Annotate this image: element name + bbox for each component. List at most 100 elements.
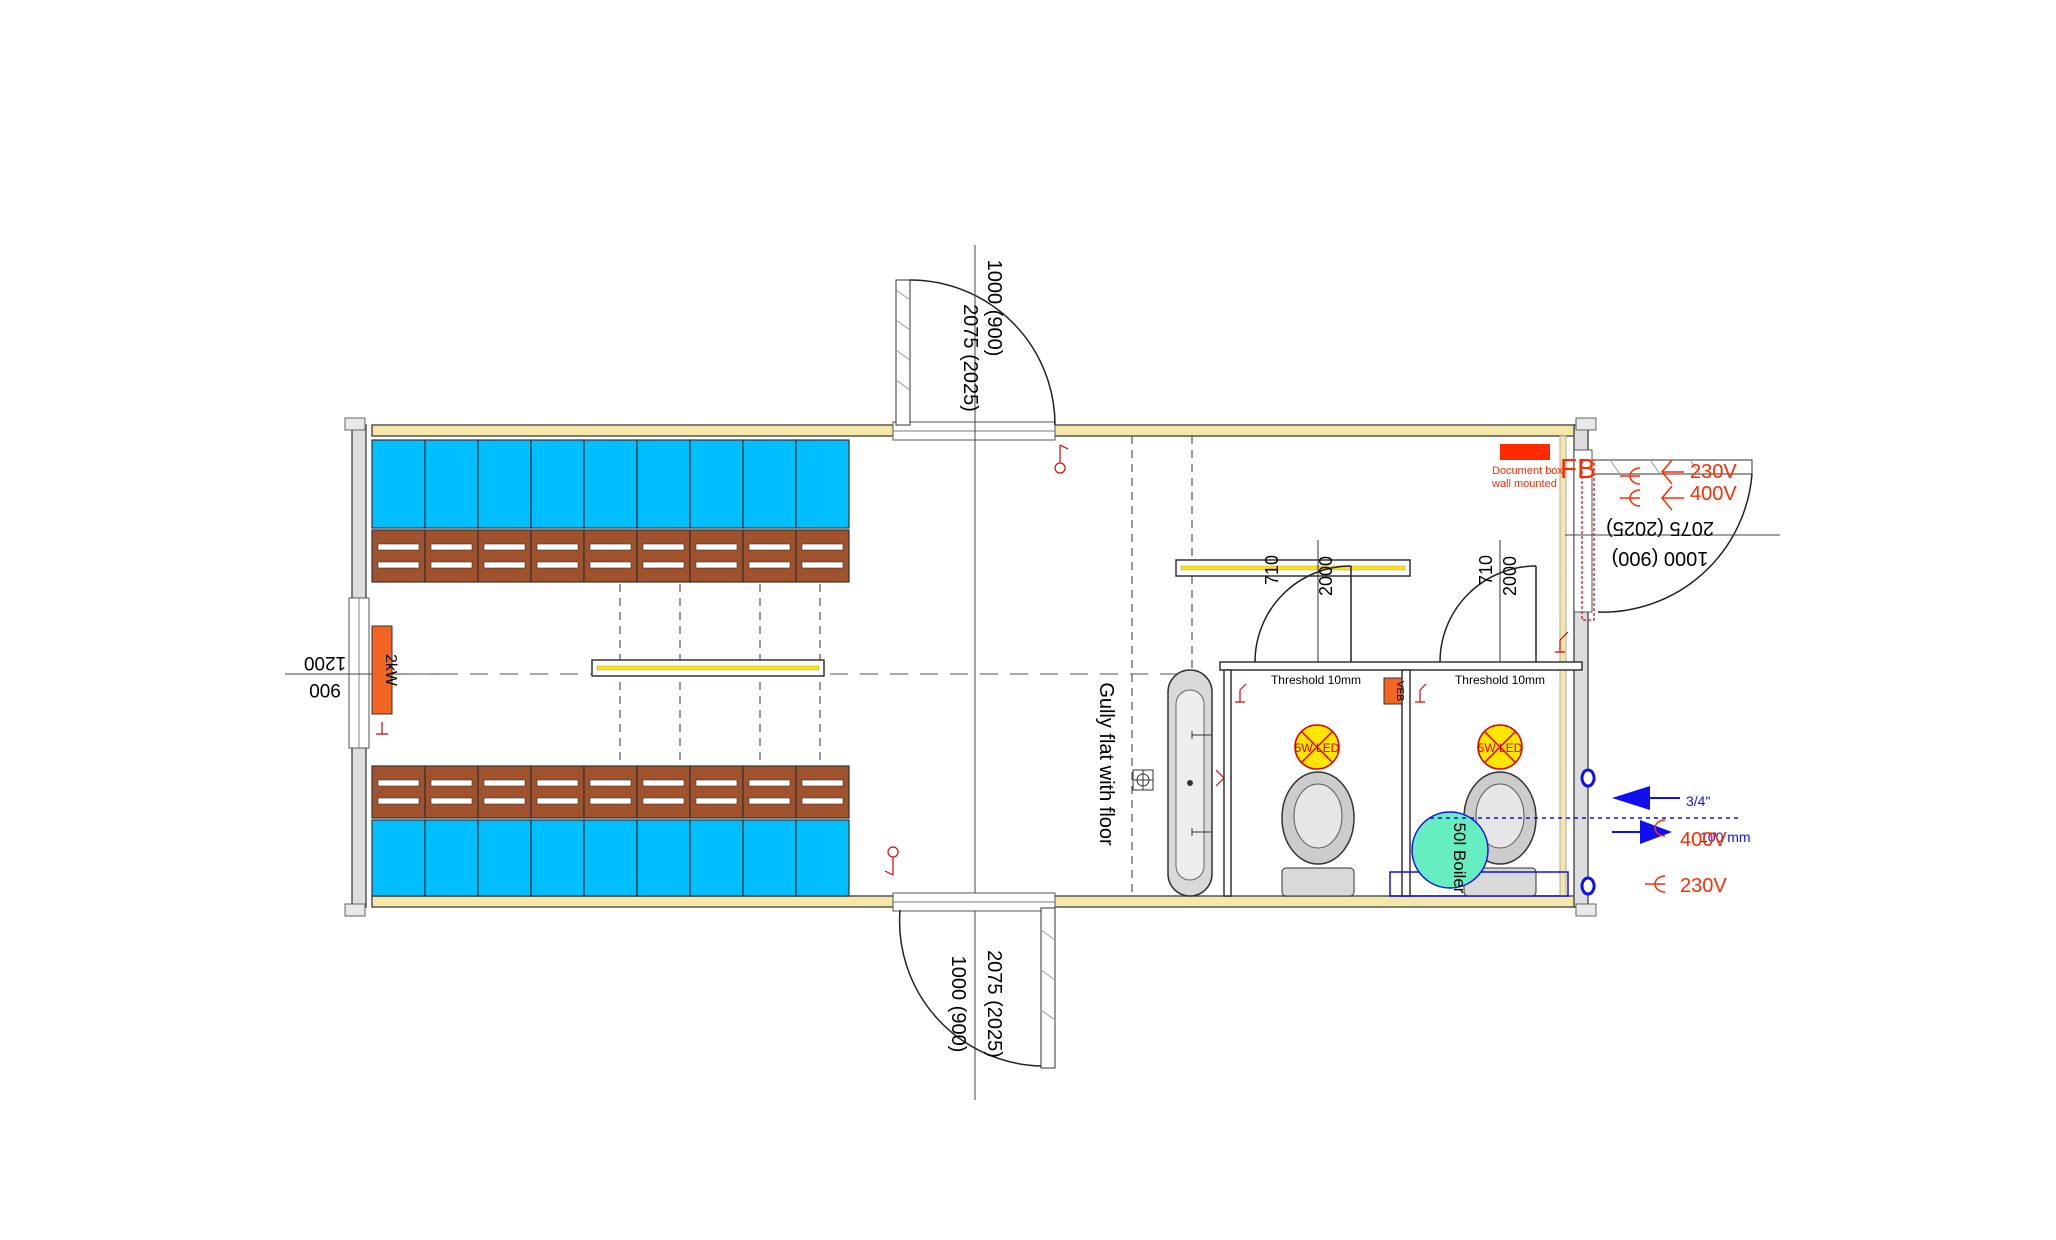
bench-slat: [642, 543, 685, 551]
heater: 2kW: [371, 625, 399, 735]
bench-slat: [748, 561, 791, 569]
locker: [742, 439, 797, 529]
bench-slat: [642, 797, 685, 805]
bench-segment: [530, 529, 585, 583]
right-door-dimension-1: 1000 (900): [1612, 547, 1709, 569]
heater-label: 2kW: [382, 654, 399, 687]
locker: [477, 819, 532, 897]
bench-segment: [636, 529, 691, 583]
bench-slat: [695, 561, 738, 569]
bench-slat: [589, 543, 632, 551]
bottom-door-dimension-1: 1000 (900): [947, 956, 969, 1053]
light-switch-icon: [1555, 631, 1569, 653]
bench-slat: [430, 543, 473, 551]
bench-segment: [742, 529, 797, 583]
floor-gully: Gully flat with floor: [1095, 682, 1154, 846]
bench-slat: [695, 543, 738, 551]
locker: [424, 439, 479, 529]
washbasin: [1167, 669, 1232, 897]
toilet-light-2: 5W LED: [1477, 724, 1523, 770]
toilet-light-1-label: 5W LED: [1295, 741, 1340, 755]
bench-slat: [748, 779, 791, 787]
locker: [636, 439, 691, 529]
bench-slat: [536, 543, 579, 551]
right-door-dimension-2: 2075 (2025): [1606, 517, 1714, 539]
locker: [530, 819, 585, 897]
bench-slat: [483, 543, 526, 551]
bench-slat: [642, 561, 685, 569]
bench-slat: [536, 561, 579, 569]
bench-slat: [748, 543, 791, 551]
bench-slat: [377, 779, 420, 787]
toilet-door-1: 710 2000 Threshold 10mm: [1254, 540, 1361, 687]
bench-slat: [536, 779, 579, 787]
exhaust-fan: VEB: [1383, 677, 1405, 705]
toilet-1: [1281, 771, 1355, 897]
bench-slat: [377, 797, 420, 805]
bench-slat: [801, 779, 844, 787]
locker: [689, 819, 744, 897]
bench-segment: [742, 765, 797, 819]
utility-inlets-right: [1430, 768, 1740, 896]
bench-slat: [536, 797, 579, 805]
locker: [371, 819, 426, 897]
ceiling-light-entrance: [1175, 559, 1411, 577]
bench-slat: [483, 797, 526, 805]
toilet-door-1-height: 2000: [1316, 556, 1336, 596]
document-box-note-2: wall mounted: [1491, 478, 1557, 490]
power-230v-top: 230V: [1690, 461, 1737, 483]
toilet-light-1: 5W LED: [1294, 724, 1340, 770]
lockers-bottom-row: [371, 765, 850, 897]
toilet-partitions: [1219, 661, 1583, 897]
drain-label: 100 mm: [1700, 829, 1751, 845]
bench-slat: [801, 561, 844, 569]
power-inlets-top: [1620, 459, 1684, 511]
bench-slat: [430, 561, 473, 569]
bench-segment: [689, 765, 744, 819]
right-door: 2075 (2025) 1000 (900): [1565, 449, 1780, 621]
bottom-door: 1000 (900) 2075 (2025): [884, 846, 1056, 1069]
locker: [530, 439, 585, 529]
toilet-light-2-label: 5W LED: [1478, 741, 1523, 755]
bench-slat: [801, 543, 844, 551]
window-height: 900: [309, 679, 341, 700]
toilet-door-1-threshold: Threshold 10mm: [1271, 673, 1361, 687]
locker: [742, 819, 797, 897]
bench-slat: [483, 561, 526, 569]
bench-slat: [430, 797, 473, 805]
bench-slat: [589, 779, 632, 787]
power-400v-right: 400V: [1680, 829, 1727, 851]
lockers-top-row: [371, 439, 850, 583]
bench-segment: [795, 765, 850, 819]
bench-segment: [371, 529, 426, 583]
document-box-note-1: Document box: [1492, 465, 1563, 477]
bench-segment: [795, 529, 850, 583]
bench-slat: [748, 797, 791, 805]
bench-segment: [424, 529, 479, 583]
fuse-box-label: FB: [1560, 453, 1596, 484]
bench-segment: [689, 529, 744, 583]
exhaust-label: VEB: [1394, 681, 1405, 701]
bench-segment: [477, 529, 532, 583]
toilet-door-2-threshold: Threshold 10mm: [1455, 673, 1545, 687]
window-width: 1200: [304, 652, 346, 673]
bench-slat: [377, 561, 420, 569]
locker: [583, 819, 638, 897]
locker: [636, 819, 691, 897]
bench-segment: [371, 765, 426, 819]
locker: [583, 439, 638, 529]
locker: [795, 439, 850, 529]
bench-slat: [589, 797, 632, 805]
locker: [689, 439, 744, 529]
bench-segment: [583, 529, 638, 583]
bench-segment: [530, 765, 585, 819]
toilet-door-2: 710 2000 Threshold 10mm: [1439, 540, 1545, 687]
toilet-door-1-width: 710: [1262, 555, 1282, 585]
toilet-door-2-width: 710: [1476, 555, 1496, 585]
power-230v-right: 230V: [1680, 875, 1727, 897]
bench-segment: [477, 765, 532, 819]
bottom-door-dimension-2: 2075 (2025): [983, 950, 1005, 1058]
bench-slat: [695, 779, 738, 787]
top-door: 1000 (900) 2075 (2025): [892, 245, 1069, 1100]
